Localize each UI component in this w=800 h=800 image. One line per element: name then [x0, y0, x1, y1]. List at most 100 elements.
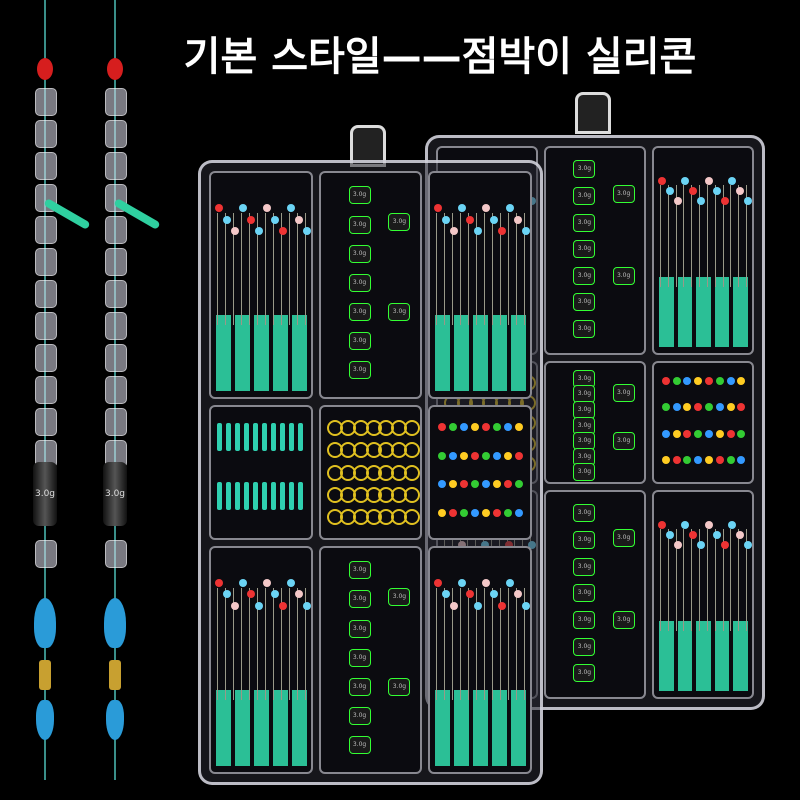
sinker-weight: 3.0g [348, 302, 371, 321]
sinker-weight: 3.0g [612, 184, 635, 203]
sinker-weight: 3.0g [348, 273, 371, 292]
stopper-bead [254, 601, 263, 610]
silicone-bead [105, 376, 127, 404]
silicone-sleeve [714, 621, 730, 691]
sinker-weight: 3.0g [348, 590, 371, 609]
stopper-bead [222, 215, 231, 224]
swivel [109, 660, 121, 690]
sinker-weight: 3.0g [573, 463, 596, 482]
stopper-bead [522, 601, 530, 610]
colored-bead [726, 377, 735, 386]
colored-bead [460, 480, 469, 489]
colored-bead [449, 451, 458, 460]
stopper-wire [683, 529, 685, 632]
colored-bead [661, 403, 670, 412]
stopper-wire [738, 529, 740, 632]
stopper-bead [736, 531, 745, 540]
stopper-bead [720, 541, 729, 550]
silicone-bead [35, 344, 57, 372]
sinker-weight: 3.0g [573, 584, 596, 603]
stopper-wire [216, 213, 218, 326]
stopper-wire [460, 213, 462, 326]
colored-bead [515, 480, 524, 489]
stopper-bead [689, 186, 698, 195]
float-seat [297, 422, 303, 451]
colored-bead [460, 422, 469, 431]
colored-bead [715, 455, 724, 464]
silicone-bead [35, 88, 57, 116]
stopper-wire [699, 529, 701, 632]
silicone-bead [35, 216, 57, 244]
sinker-weight: 3.0g [348, 332, 371, 351]
sinker-weight: 3.0g [573, 401, 596, 419]
colored-bead [493, 451, 502, 460]
stopper-bead [673, 541, 682, 550]
float-seat [270, 422, 276, 451]
float-seat [288, 422, 294, 451]
stopper-bead [657, 176, 666, 185]
stopper-bead [736, 186, 745, 195]
colored-bead [683, 377, 692, 386]
sinker-weight: 3.0g [612, 384, 635, 403]
colored-bead [683, 455, 692, 464]
stopper-bead [434, 579, 443, 588]
stopper-wire [296, 213, 298, 326]
stopper-wire [484, 213, 486, 326]
stopper-wire [738, 184, 740, 288]
stopper-wire [508, 213, 510, 326]
colored-bead [715, 429, 724, 438]
compartment [428, 171, 532, 400]
stopper-bead [262, 204, 271, 213]
stopper-bead [214, 579, 223, 588]
colored-bead [460, 451, 469, 460]
silicone-sleeve [234, 689, 250, 766]
stopper-wire [500, 213, 502, 326]
float-seat [270, 481, 276, 510]
swivel-ring [404, 442, 421, 459]
stopper-wire [714, 529, 716, 632]
stopper-wire [730, 184, 732, 288]
silicone-sleeve [272, 314, 288, 392]
stopper-wire [675, 529, 677, 632]
compartment [652, 360, 754, 485]
float-seat [243, 422, 249, 451]
blue-float [36, 700, 54, 740]
colored-bead [471, 451, 480, 460]
sinker-weight: 3.0g [348, 648, 371, 667]
stopper-bead [466, 590, 475, 599]
compartment [209, 171, 313, 400]
compartment [428, 405, 532, 540]
bead-stopper [37, 58, 53, 80]
float-seat [225, 422, 231, 451]
compartment [209, 405, 313, 540]
stopper-bead [286, 579, 295, 588]
colored-bead [737, 377, 746, 386]
colored-bead [737, 403, 746, 412]
stopper-wire [468, 588, 470, 701]
stopper-bead [728, 176, 737, 185]
sinker-weight: 3.0g [612, 432, 635, 451]
silicone-sleeve [733, 621, 749, 691]
stopper-wire [304, 588, 306, 701]
stopper-wire [272, 588, 274, 701]
float-seat [243, 481, 249, 510]
colored-bead [482, 451, 491, 460]
stopper-bead [254, 226, 263, 235]
stopper-wire [240, 213, 242, 326]
stopper-bead [490, 590, 499, 599]
stopper-wire [444, 213, 446, 326]
sinker-weight: 3.0g [573, 664, 596, 683]
stopper-wire [256, 213, 258, 326]
stopper-wire [667, 529, 669, 632]
stopper-bead [294, 215, 303, 224]
stopper-wire [460, 588, 462, 701]
silicone-bead [105, 312, 127, 340]
colored-bead [683, 429, 692, 438]
swivel-ring [404, 486, 421, 503]
sinker-weight: 3.0g [348, 707, 371, 725]
colored-bead [493, 509, 502, 518]
stopper-wire [699, 184, 701, 288]
colored-bead [515, 451, 524, 460]
